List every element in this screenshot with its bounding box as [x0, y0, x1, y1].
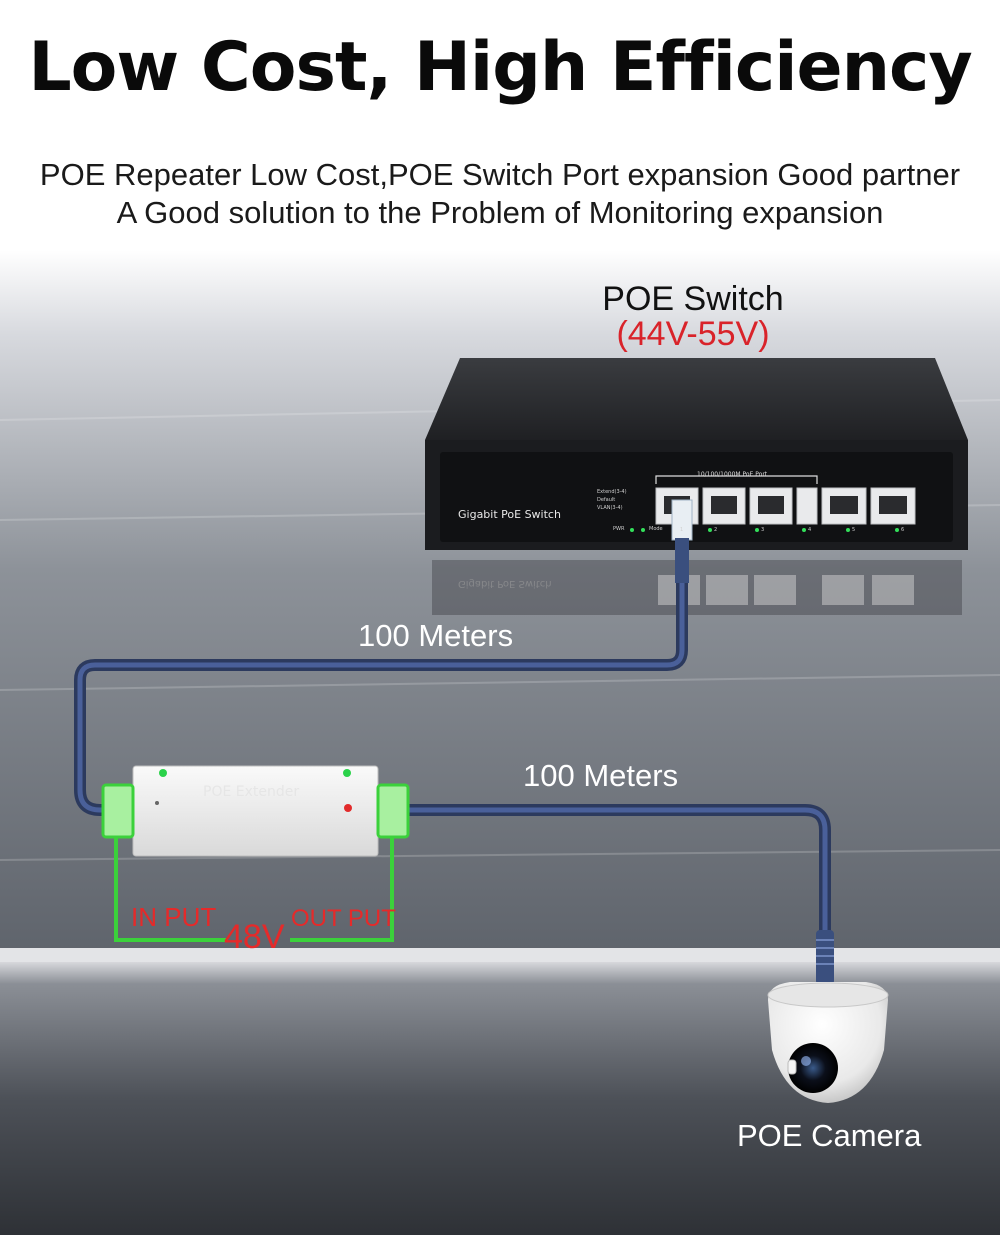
poe-switch-voltage: (44V-55V) — [616, 315, 770, 353]
port-number-6: 6 — [901, 527, 905, 533]
cable-length-label-2: 100 Meters — [523, 758, 679, 793]
switch-mode-label-default: Default — [597, 497, 616, 503]
extender-body-text: POE Extender — [203, 784, 300, 800]
switch-port-header: 10/100/1000M PoE Port — [697, 471, 768, 478]
port-number-3: 3 — [761, 527, 765, 533]
switch-led-label-mode: Mode — [649, 526, 663, 532]
port-number-5: 5 — [852, 527, 856, 533]
subtitle-line-2: A Good solution to the Problem of Monito… — [116, 195, 884, 230]
headline: Low Cost, High Efficiency — [28, 28, 972, 107]
extender-voltage-label: 48V — [224, 918, 285, 956]
cable-length-label-1: 100 Meters — [358, 618, 514, 653]
extender-input-label: IN PUT — [131, 902, 217, 932]
switch-panel-label: Gigabit PoE Switch — [458, 508, 561, 521]
port-number-4: 4 — [808, 527, 812, 533]
switch-mode-label-extend: Extend(3-4) — [597, 489, 627, 495]
switch-led-label-pwr: PWR — [613, 526, 625, 532]
port-number-1: 1 — [680, 527, 684, 533]
poe-camera-label: POE Camera — [737, 1118, 922, 1153]
switch-mode-label-vlan: VLAN(3-4) — [597, 505, 623, 511]
switch-panel-reflection: Gigabit PoE Switch — [458, 578, 552, 589]
subtitle-line-1: POE Repeater Low Cost,POE Switch Port ex… — [39, 157, 961, 192]
port-number-2: 2 — [714, 527, 718, 533]
poe-switch-label: POE Switch — [602, 280, 784, 318]
extender-output-label: OUT PUT — [291, 905, 396, 932]
